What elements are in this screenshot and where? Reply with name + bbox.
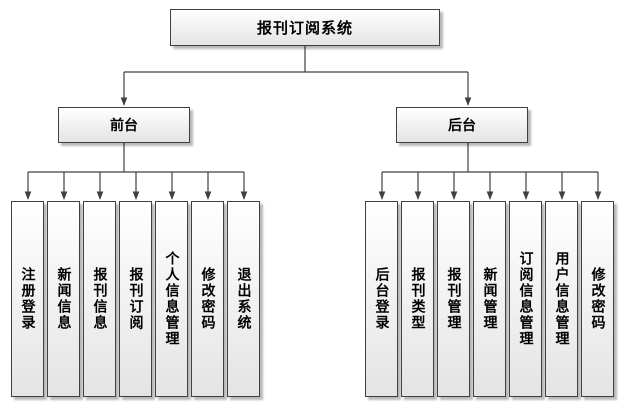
backend-module-newspaper-manage: 报刊管理 <box>437 201 470 397</box>
backend-module-user-manage: 用户信息管理 <box>545 201 578 397</box>
frontend-module-exit: 退出系统 <box>227 201 260 397</box>
backend-node: 后台 <box>396 107 528 143</box>
backend-module-news-manage: 新闻管理 <box>473 201 506 397</box>
frontend-module-personal-info: 个人信息管理 <box>155 201 188 397</box>
backend-module-admin-login: 后台登录 <box>365 201 398 397</box>
frontend-module-subscription: 报刊订阅 <box>119 201 152 397</box>
frontend-module-register-login: 注册登录 <box>11 201 44 397</box>
frontend-module-news-info: 新闻信息 <box>47 201 80 397</box>
frontend-module-newspaper-info: 报刊信息 <box>83 201 116 397</box>
frontend-module-change-password: 修改密码 <box>191 201 224 397</box>
backend-module-newspaper-types: 报刊类型 <box>401 201 434 397</box>
backend-module-change-password: 修改密码 <box>581 201 614 397</box>
backend-module-subscription-manage: 订阅信息管理 <box>509 201 542 397</box>
frontend-node: 前台 <box>58 107 190 143</box>
root-node: 报刊订阅系统 <box>170 9 440 46</box>
